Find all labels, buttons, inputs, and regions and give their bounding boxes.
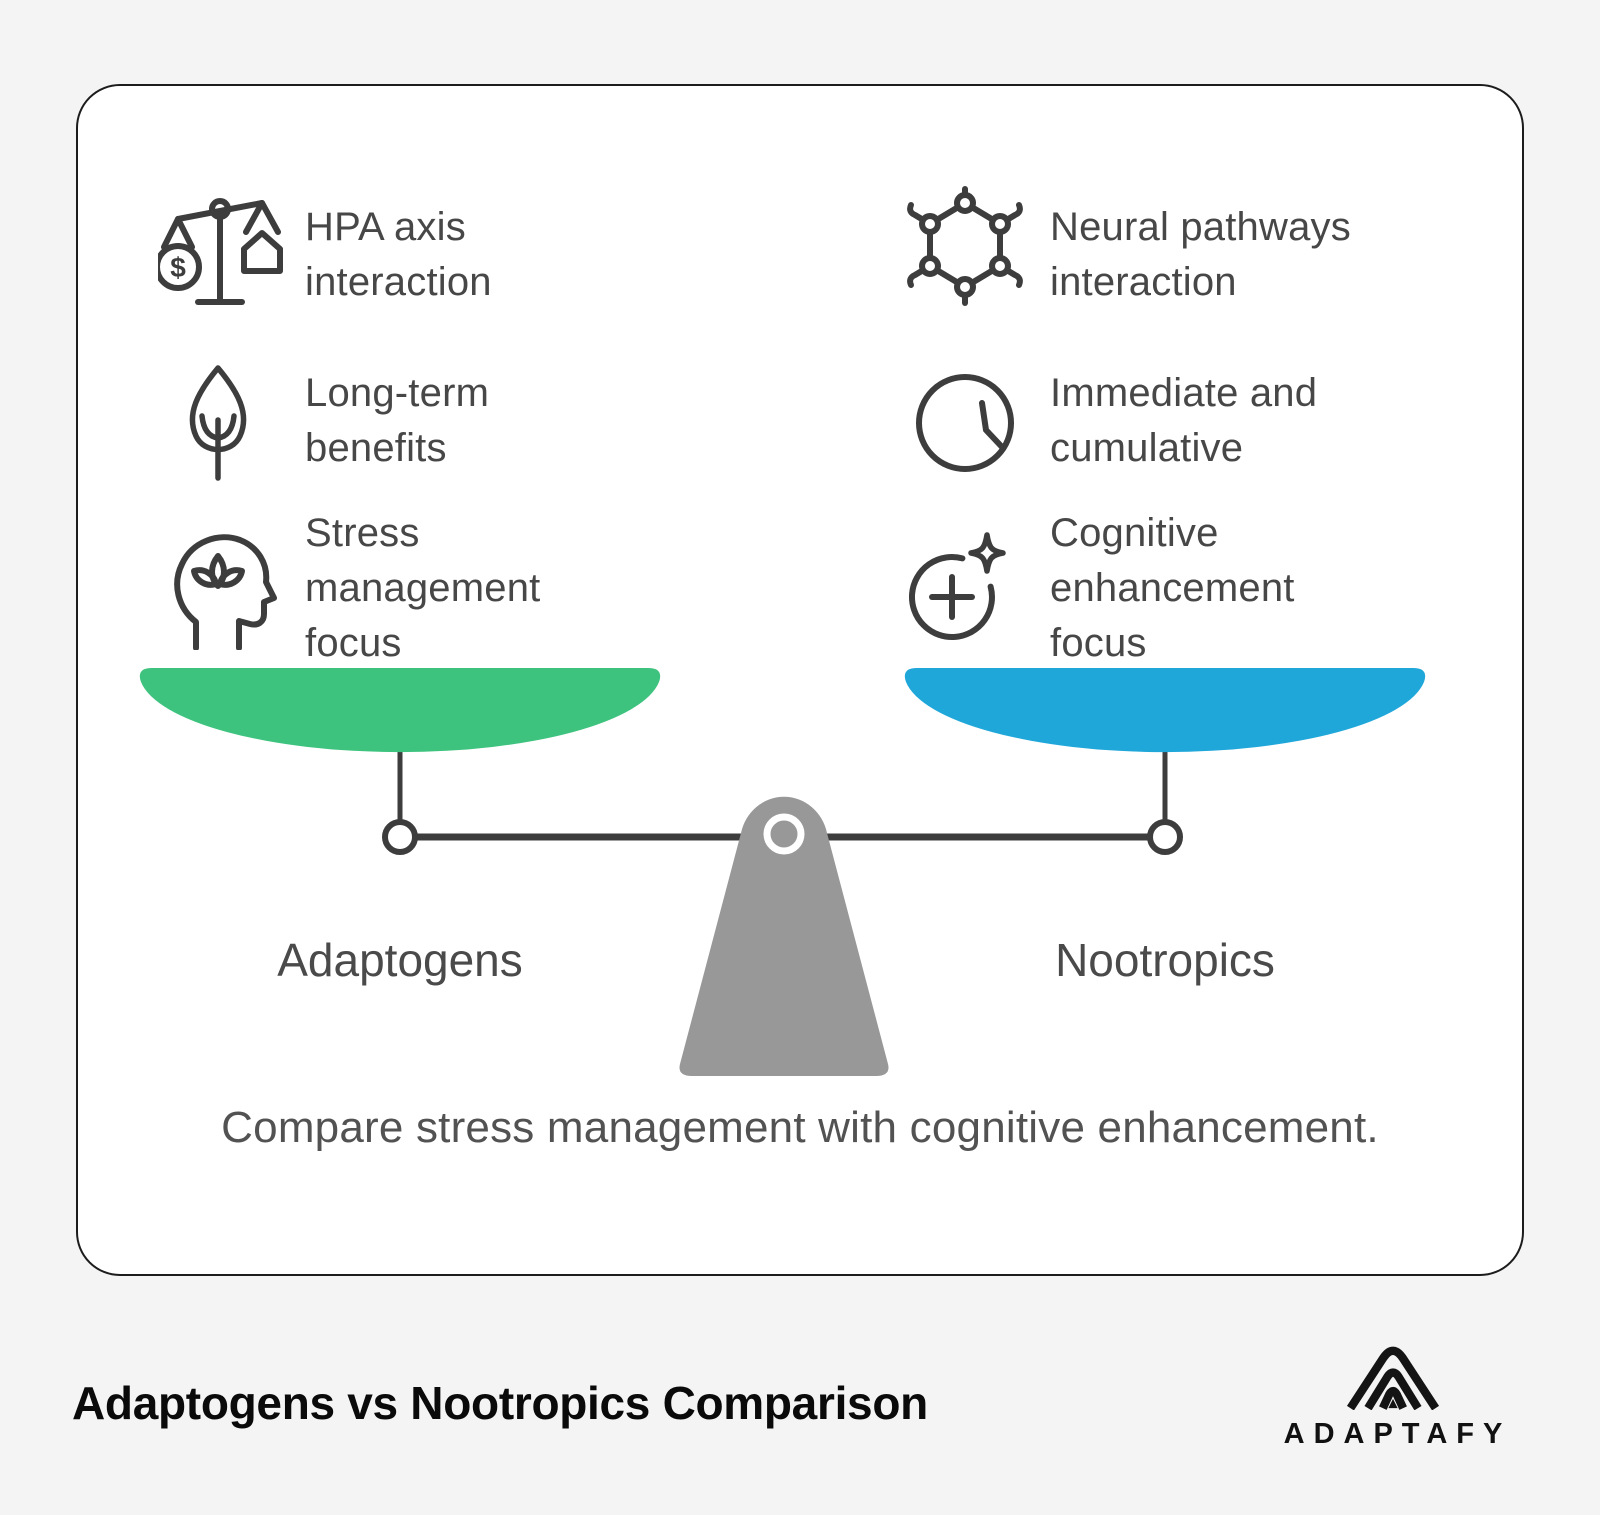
right-pan-label: Nootropics [1055, 934, 1275, 986]
molecule-icon [907, 186, 1023, 306]
brand-logo: ADAPTAFY [1268, 1336, 1518, 1451]
card-caption: Compare stress management with cognitive… [221, 1103, 1379, 1152]
brand-name: ADAPTAFY [1283, 1418, 1512, 1450]
svg-text:$: $ [170, 252, 186, 283]
page-title: Adaptogens vs Nootropics Comparison [72, 1377, 928, 1429]
justice-scale-icon: $ [158, 198, 283, 305]
leaf-icon [189, 365, 247, 481]
feature-hpa-axis: HPA axis interaction [305, 205, 492, 304]
plus-sparkle-icon [908, 532, 1006, 641]
feature-neural-pathways: Neural pathways interaction [1050, 205, 1351, 304]
feature-stress-management: Stress management focus [305, 511, 541, 665]
feature-cognitive-enhancement: Cognitive enhancement focus [1050, 511, 1295, 665]
feature-long-term: Long-term benefits [305, 371, 490, 470]
adaptafy-logo-icon [1346, 1346, 1440, 1410]
feature-immediate-cumulative: Immediate and cumulative [1050, 371, 1318, 470]
head-lotus-icon [174, 534, 277, 650]
left-pan-label: Adaptogens [277, 934, 523, 986]
clock-icon [916, 374, 1014, 472]
